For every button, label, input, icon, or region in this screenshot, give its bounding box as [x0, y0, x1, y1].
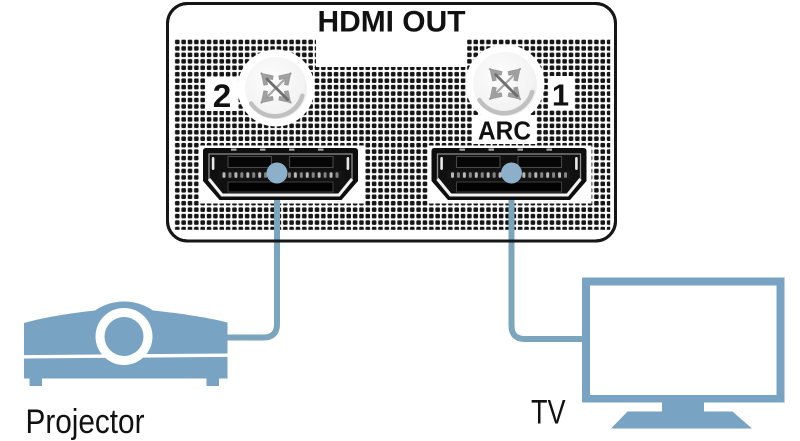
svg-text:HDMI OUT: HDMI OUT [318, 6, 466, 39]
svg-text:2: 2 [213, 78, 232, 114]
svg-text:1: 1 [552, 78, 569, 113]
svg-text:Projector: Projector [26, 403, 145, 441]
svg-text:ARC: ARC [478, 117, 531, 145]
svg-text:TV: TV [531, 394, 566, 432]
